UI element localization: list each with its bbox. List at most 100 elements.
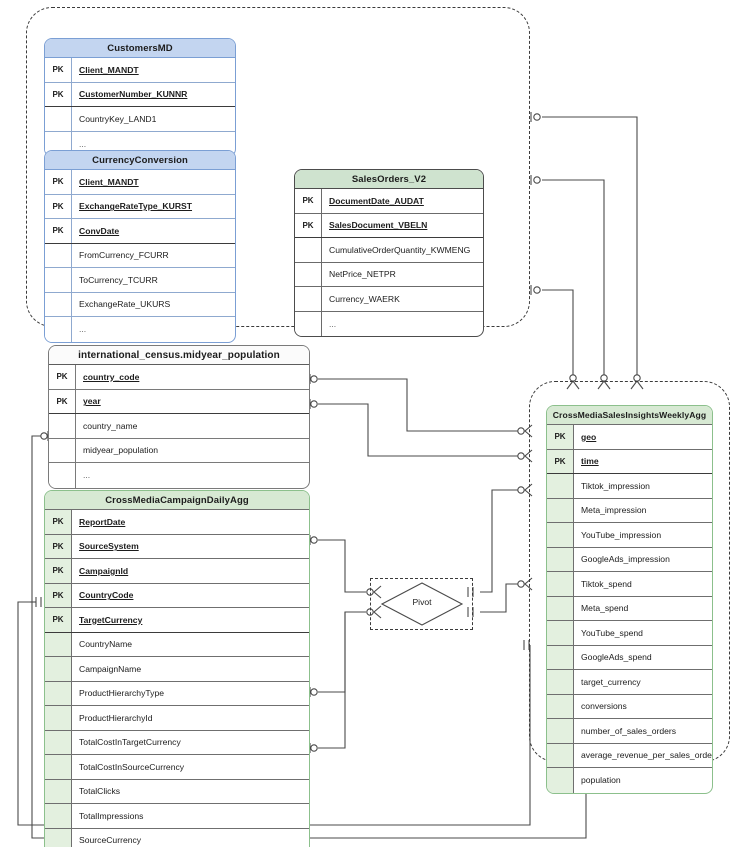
pk-marker: PK [45,534,72,558]
entity-field-row[interactable]: midyear_population [49,438,309,463]
entity-field-row[interactable]: population [547,768,712,793]
pk-marker [45,317,72,342]
field-name: TotalClicks [79,786,121,797]
entity-field-row[interactable]: NetPrice_NETPR [295,262,483,287]
field-name: Meta_spend [581,603,629,614]
entity-field-row[interactable]: TotalClicks [45,779,309,804]
entity-field-row[interactable]: Tiktok_spend [547,572,712,597]
entity-field-row[interactable]: TotalCostInTargetCurrency [45,730,309,755]
pk-marker [295,287,322,311]
pk-marker: PK [45,170,72,194]
field-name: TotalCostInSourceCurrency [79,761,185,772]
entity-field-row[interactable]: ... [49,463,309,488]
field-name: ... [329,318,337,329]
entity-field-row[interactable]: Tiktok_impression [547,474,712,499]
field-name: GoogleAds_spend [581,652,652,663]
entity-field-row[interactable]: GoogleAds_spend [547,645,712,670]
entity-field-row[interactable]: average_revenue_per_sales_order [547,743,712,768]
entity-field-row[interactable]: FromCurrency_FCURR [45,243,235,268]
field-name: geo [581,431,597,442]
pk-marker: PK [45,559,72,583]
field-name: CountryName [79,639,133,650]
field-name: CountryCode [79,590,134,601]
field-name: number_of_sales_orders [581,725,677,736]
entity-field-row[interactable]: PK CampaignId [45,559,309,584]
pk-marker [45,755,72,779]
field-name: CumulativeOrderQuantity_KWMENG [329,244,471,255]
pk-marker [547,621,574,645]
pk-marker [45,243,72,267]
field-name: Meta_impression [581,505,647,516]
field-name: country_name [83,420,138,431]
entity-field-row[interactable]: ... [45,317,235,342]
entity-field-row[interactable]: ProductHierarchyType [45,681,309,706]
pk-marker [45,804,72,828]
pk-marker [45,681,72,705]
entity-field-row[interactable]: YouTube_spend [547,621,712,646]
entity-field-row[interactable]: ExchangeRate_UKURS [45,292,235,317]
entity-field-row[interactable]: TotalImpressions [45,804,309,829]
pivot-label: Pivot [412,597,432,607]
field-name: Currency_WAERK [329,293,400,304]
pk-marker: PK [547,425,574,449]
pk-marker: PK [49,389,76,413]
pk-marker [295,311,322,336]
entity-field-row[interactable]: PK CountryCode [45,583,309,608]
field-name: TotalImpressions [79,810,144,821]
entity-field-row[interactable]: PK geo [547,425,712,450]
field-name: time [581,456,599,467]
entity-field-row[interactable]: ... [295,311,483,336]
entity-field-row[interactable]: YouTube_impression [547,523,712,548]
entity-field-row[interactable]: CampaignName [45,657,309,682]
field-name: SourceCurrency [79,835,142,846]
entity-field-row[interactable]: ToCurrency_TCURR [45,268,235,293]
entity-field-row[interactable]: GoogleAds_impression [547,547,712,572]
entity-field-row[interactable]: Meta_impression [547,498,712,523]
entity-field-row[interactable]: TotalCostInSourceCurrency [45,755,309,780]
field-name: CampaignName [79,663,142,674]
entity-field-row[interactable]: CountryName [45,632,309,657]
entity-field-row[interactable]: Currency_WAERK [295,287,483,312]
field-name: ToCurrency_TCURR [79,274,158,285]
pk-marker: PK [45,583,72,607]
entity-field-row[interactable]: CumulativeOrderQuantity_KWMENG [295,238,483,263]
entity-field-row[interactable]: CountryKey_LAND1 [45,107,235,132]
pk-marker [49,463,76,488]
field-name: CampaignId [79,565,129,576]
entity-field-row[interactable]: ProductHierarchyId [45,706,309,731]
entity-field-row[interactable]: conversions [547,694,712,719]
entity-field-row[interactable]: country_name [49,414,309,439]
entity-midyear-population[interactable]: international_census.midyear_population … [48,345,310,489]
entity-field-row[interactable]: number_of_sales_orders [547,719,712,744]
entity-field-row[interactable]: Meta_spend [547,596,712,621]
entity-field-row[interactable]: target_currency [547,670,712,695]
entity-field-row[interactable]: SourceCurrency [45,828,309,847]
field-name: GoogleAds_impression [581,554,670,565]
field-name: CustomerNumber_KUNNR [79,89,188,100]
entity-title: international_census.midyear_population [49,346,309,365]
